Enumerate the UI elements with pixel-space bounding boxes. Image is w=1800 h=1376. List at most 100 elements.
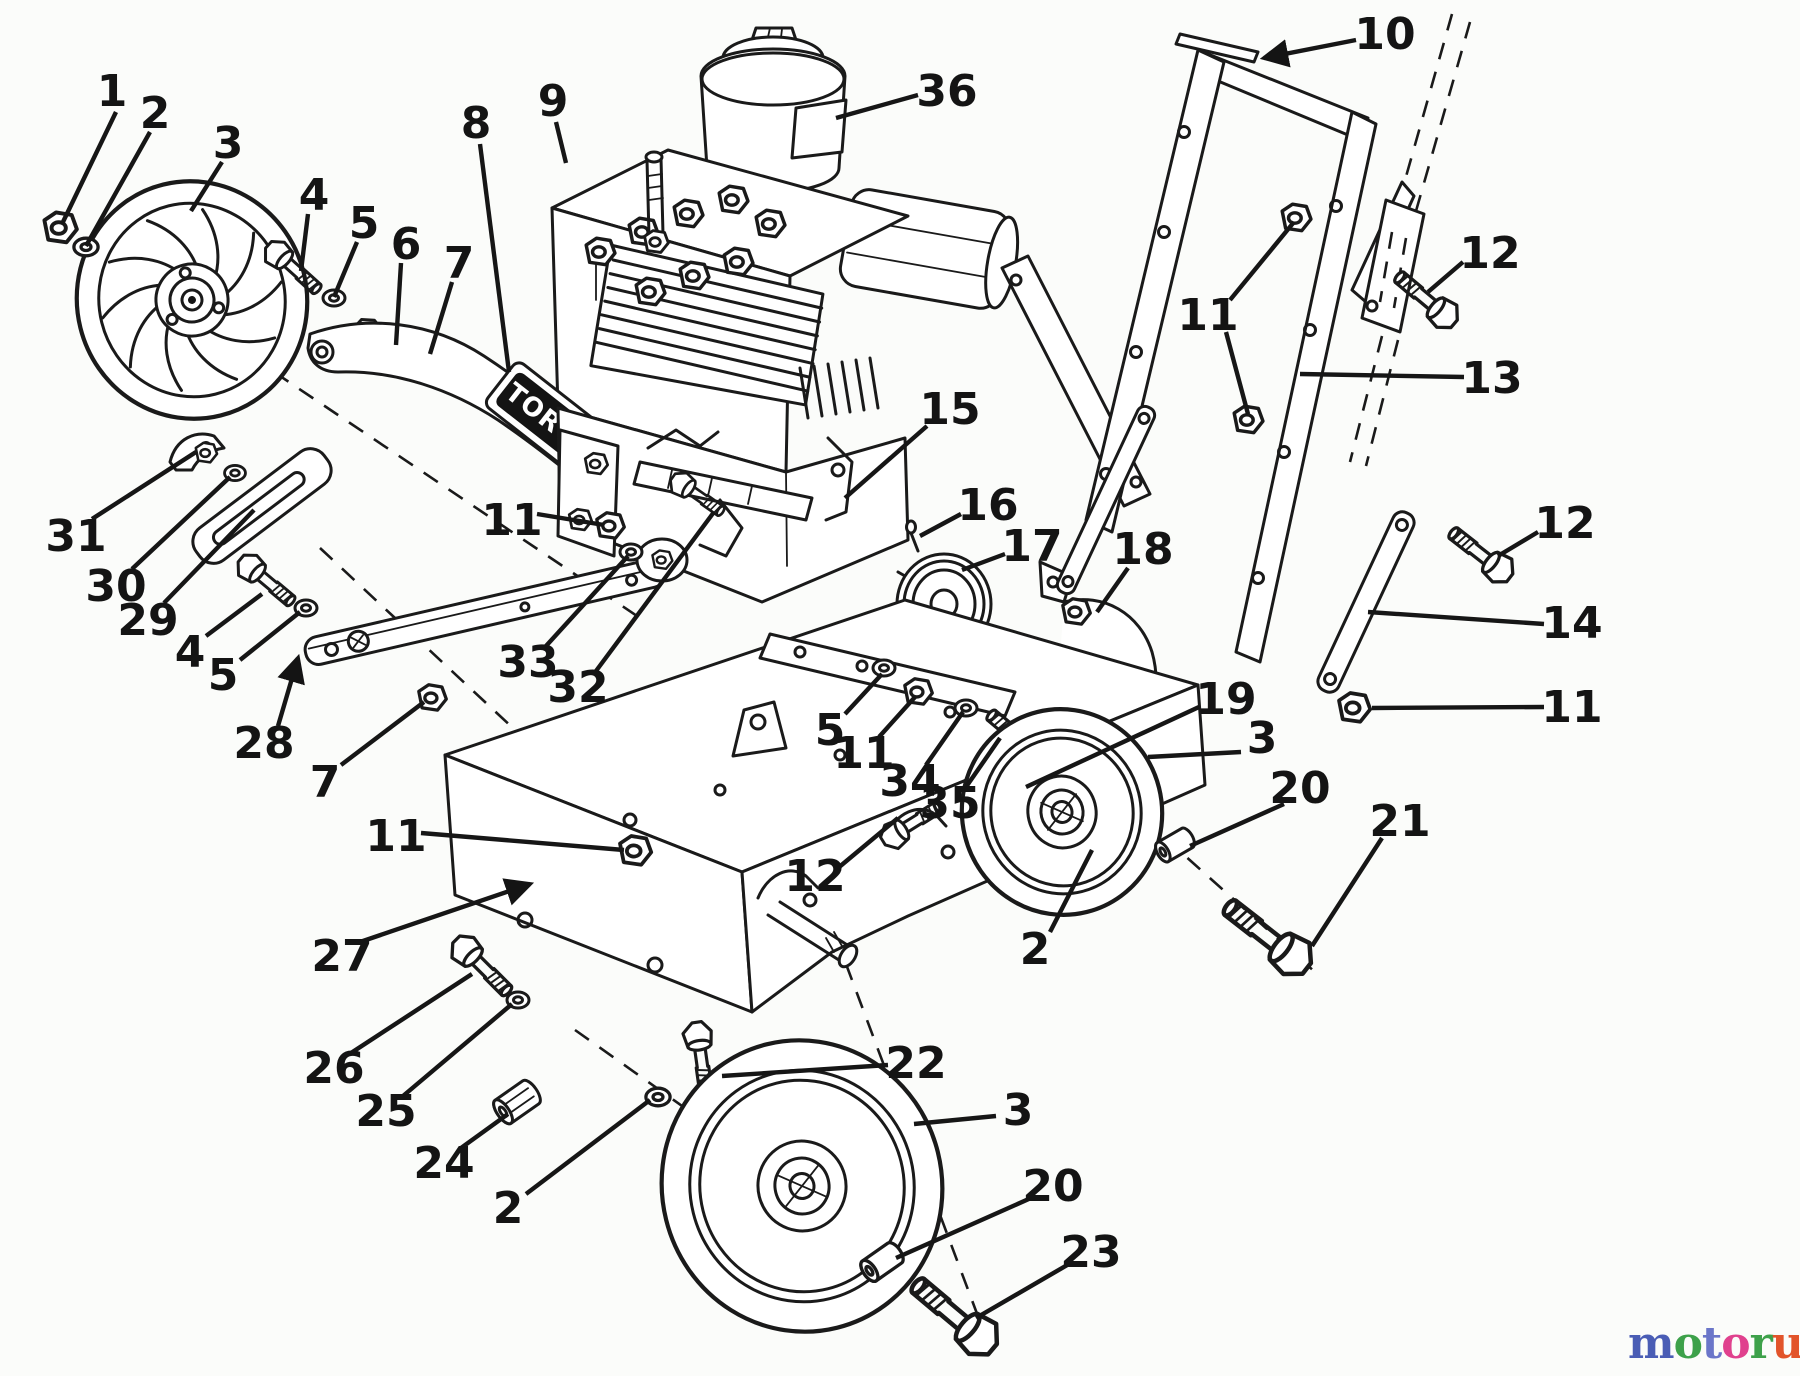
leader-line — [1496, 530, 1540, 558]
leader-line — [298, 213, 311, 272]
fan-wheel — [74, 179, 310, 421]
leader-line — [420, 830, 625, 853]
strap-bolt — [230, 547, 303, 615]
watermark-letter: r — [1749, 1318, 1773, 1369]
callout-8: 8 — [461, 98, 492, 149]
callout-24: 24 — [413, 1138, 474, 1189]
callout-3: 3 — [1003, 1085, 1034, 1136]
leader-line — [1426, 260, 1465, 294]
leader-line — [895, 1195, 1032, 1261]
callout-6: 6 — [391, 219, 422, 270]
handle-assembly — [1055, 13, 1522, 724]
callout-30: 30 — [85, 561, 146, 612]
callout-27: 27 — [311, 931, 372, 982]
leader-line — [843, 672, 884, 716]
leader-line — [427, 281, 455, 355]
leader-line — [974, 1262, 1071, 1320]
leader-line — [918, 512, 963, 538]
leader-line — [843, 424, 929, 500]
watermark-letter: u — [1771, 1318, 1800, 1369]
callout-21: 21 — [1369, 796, 1430, 847]
crankcase — [556, 406, 910, 604]
leader-line — [836, 816, 900, 870]
watermark-logo[interactable]: motoruf.de — [1628, 1322, 1800, 1374]
leader-line — [331, 241, 360, 298]
callout-9: 9 — [538, 76, 569, 127]
callout-22: 22 — [885, 1038, 946, 1089]
callout-25: 25 — [355, 1086, 416, 1137]
callout-2: 2 — [140, 88, 171, 139]
leader-line — [961, 551, 1006, 573]
callout-35: 35 — [919, 778, 980, 829]
leader-line — [835, 92, 919, 121]
leader-line — [1371, 704, 1545, 711]
callout-28: 28 — [233, 718, 294, 769]
leader-line — [1095, 566, 1130, 614]
callout-5: 5 — [208, 650, 239, 701]
leader-line — [275, 653, 305, 727]
callout-34: 34 — [879, 756, 940, 807]
idle-screw — [905, 519, 920, 553]
callout-11: 11 — [833, 728, 894, 779]
leader-line — [924, 710, 965, 767]
callout-15: 15 — [919, 384, 980, 435]
callout-12: 12 — [1459, 228, 1520, 279]
callout-4: 4 — [299, 170, 330, 221]
leader-line — [189, 160, 224, 213]
callout-12: 12 — [784, 851, 845, 902]
leader-line — [1367, 609, 1545, 627]
callout-2: 2 — [493, 1183, 524, 1234]
leader-line — [459, 1112, 510, 1150]
callout-7: 7 — [444, 238, 475, 289]
watermark-letters: motoruf — [1628, 1318, 1800, 1369]
callout-14: 14 — [1541, 598, 1602, 649]
air-cleaner — [699, 26, 848, 213]
callout-26: 26 — [303, 1043, 364, 1094]
leader-line — [1189, 801, 1285, 849]
watermark-letter: t — [1701, 1318, 1722, 1369]
hex-spacer — [492, 1078, 542, 1126]
leader-line — [1223, 331, 1251, 415]
callout-20: 20 — [1022, 1161, 1083, 1212]
watermark-letter: m — [1628, 1318, 1675, 1369]
leader-line — [1259, 37, 1357, 68]
leader-line — [477, 143, 512, 373]
callout-32: 32 — [547, 662, 608, 713]
leader-line — [204, 592, 264, 638]
callout-2: 2 — [1020, 924, 1051, 975]
leader-line — [90, 450, 198, 521]
leader-line — [130, 475, 232, 571]
rear-axle-stub — [766, 900, 859, 969]
callout-5: 5 — [815, 705, 846, 756]
callout-10: 10 — [1354, 9, 1415, 60]
callout-20: 20 — [1269, 763, 1330, 814]
callout-31: 31 — [45, 511, 106, 562]
callout-36: 36 — [916, 66, 977, 117]
rear-axle-bolt — [902, 1267, 1006, 1364]
callout-3: 3 — [213, 118, 244, 169]
callout-11: 11 — [1177, 290, 1238, 341]
leader-line — [524, 1098, 652, 1196]
leader-line — [553, 121, 569, 164]
leader-line — [964, 736, 1002, 789]
leader-line — [1310, 836, 1384, 948]
watermark-letter: o — [1673, 1318, 1703, 1369]
watermark-letter: o — [1721, 1318, 1750, 1369]
callout-19: 19 — [1195, 674, 1256, 725]
leader-line — [60, 111, 118, 225]
axle-washer — [72, 236, 100, 258]
leader-line — [238, 610, 302, 662]
callout-11: 11 — [1541, 682, 1602, 733]
leader-line — [721, 1062, 889, 1079]
side-fins — [798, 356, 880, 420]
callout-1: 1 — [97, 66, 128, 117]
side-axle-bolt — [1215, 889, 1320, 984]
callout-13: 13 — [1461, 353, 1522, 404]
leader-line — [1228, 220, 1296, 302]
callout-17: 17 — [1001, 521, 1062, 572]
callout-11: 11 — [365, 811, 426, 862]
callout-23: 23 — [1060, 1227, 1121, 1278]
hook-nut — [194, 441, 219, 464]
leader-line — [393, 262, 404, 346]
